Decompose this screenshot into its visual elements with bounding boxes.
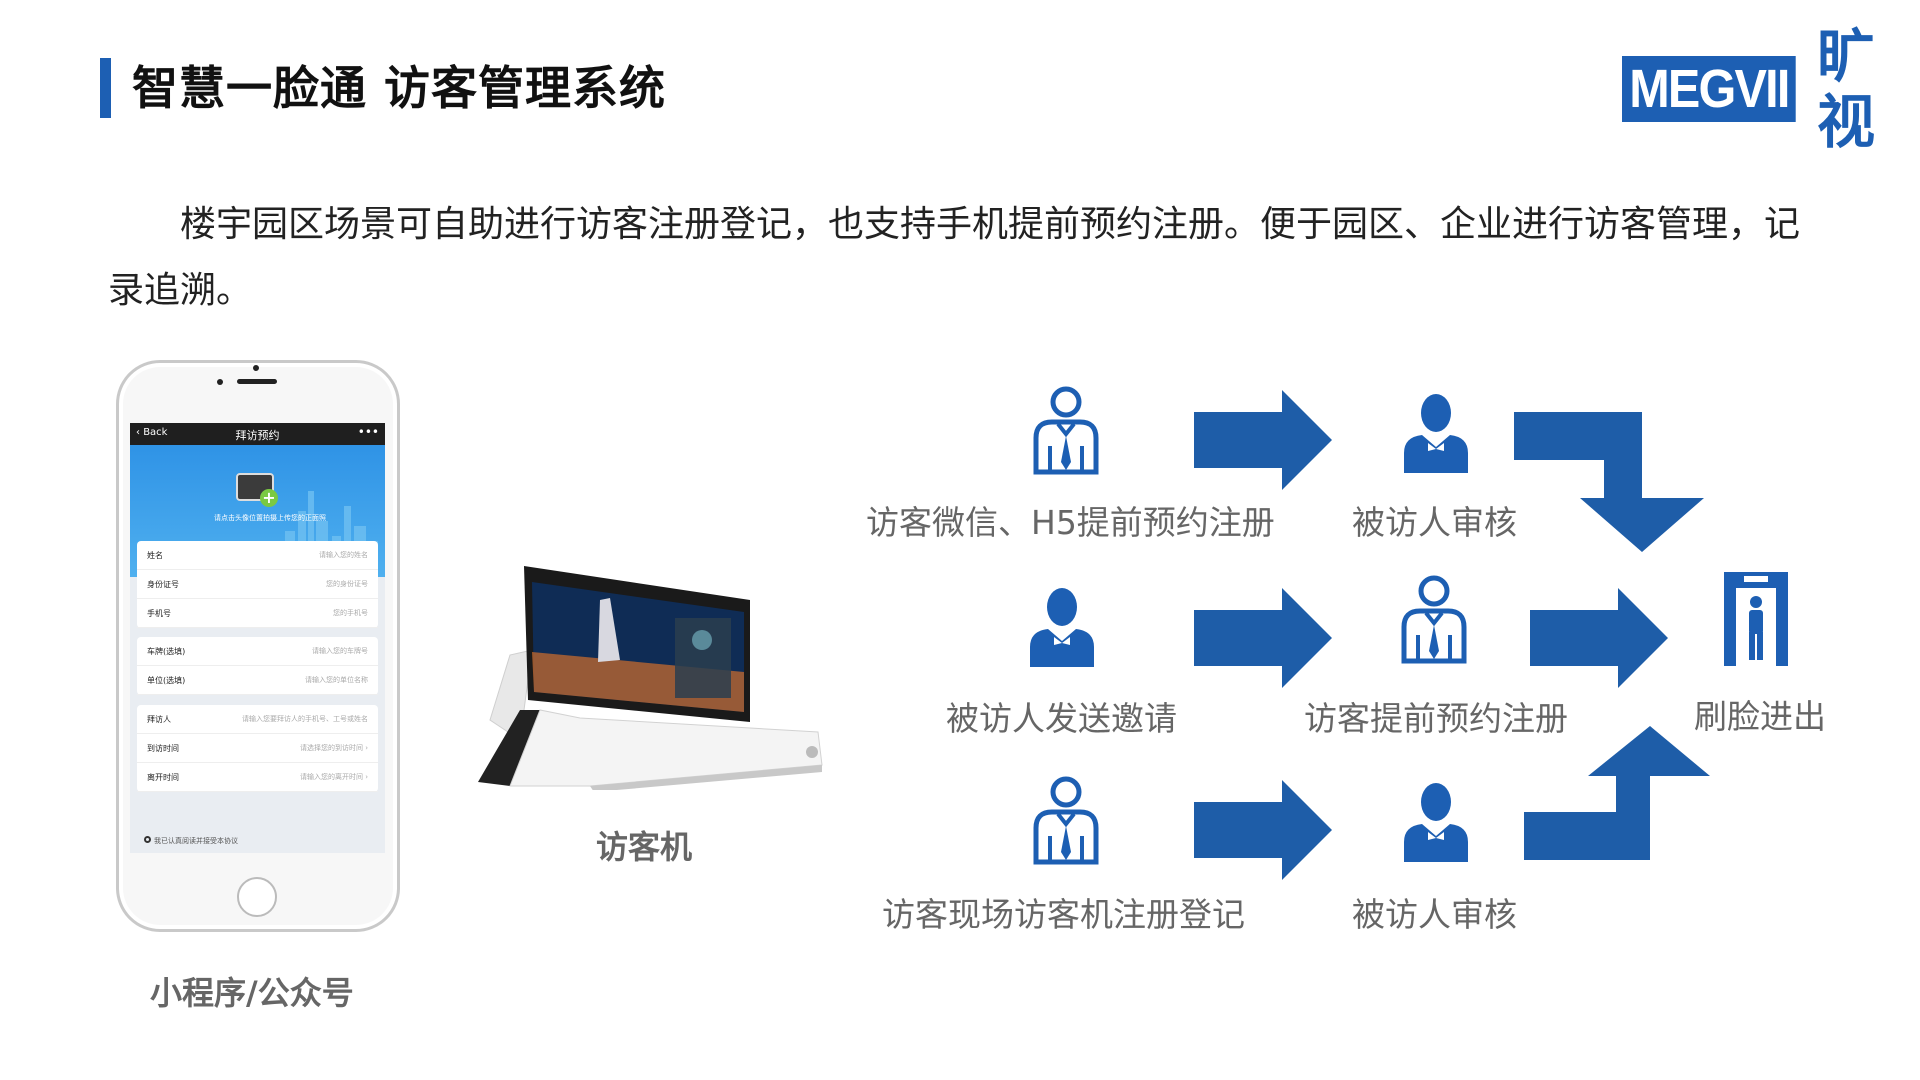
flow-label-host-review: 被访人审核	[1352, 895, 1517, 934]
visitor-icon	[1030, 386, 1102, 476]
back-button[interactable]: ‹ Back	[136, 427, 168, 438]
form-card-optional: 车牌(选填)请输入您的车牌号 单位(选填)请输入您的单位名称	[137, 637, 378, 695]
form-row[interactable]: 离开时间请输入您的离开时间 ›	[137, 763, 378, 792]
page-title: 智慧一脸通 访客管理系统	[132, 61, 667, 115]
agreement-text: 我已认真阅读并接受本协议	[154, 837, 238, 845]
host-icon	[1026, 587, 1098, 667]
form-row[interactable]: 到访时间请选择您的到访时间 ›	[137, 734, 378, 763]
phone-caption: 小程序/公众号	[150, 974, 354, 1012]
flow-label-visitor-preregister: 访客提前预约注册	[1304, 699, 1568, 738]
flow-label-face-access: 刷脸进出	[1694, 697, 1826, 736]
visitor-kiosk-image	[478, 566, 823, 790]
right-arrow-icon	[1194, 780, 1332, 880]
logo-en: MEGVII	[1622, 56, 1796, 122]
app-navbar: ‹ Back 拜访预约 •••	[130, 423, 385, 445]
right-arrow-icon	[1530, 588, 1668, 688]
brand-logo: MEGVII 旷视	[1622, 23, 1920, 155]
kiosk-caption: 访客机	[596, 828, 693, 866]
visitor-icon	[1398, 575, 1470, 665]
phone-speaker	[217, 365, 297, 385]
form-card-visit: 拜访人请输入您要拜访人的手机号、工号或姓名 到访时间请选择您的到访时间 › 离开…	[137, 705, 378, 792]
intro-paragraph: 楼宇园区场景可自助进行访客注册登记，也支持手机提前预约注册。便于园区、企业进行访…	[108, 204, 1801, 311]
flow-label-host-invite: 被访人发送邀请	[946, 699, 1177, 738]
logo-cn: 旷视	[1817, 22, 1876, 156]
form-row[interactable]: 姓名请输入您的姓名	[137, 541, 378, 570]
visitor-icon	[1030, 776, 1102, 866]
home-button	[237, 877, 277, 917]
flow-label-host-review: 被访人审核	[1352, 503, 1517, 542]
form-card-basic: 姓名请输入您的姓名 身份证号您的身份证号 手机号您的手机号	[137, 541, 378, 628]
form-row[interactable]: 单位(选填)请输入您的单位名称	[137, 666, 378, 695]
host-icon	[1400, 782, 1472, 862]
form-row[interactable]: 手机号您的手机号	[137, 599, 378, 628]
phone-mockup: ‹ Back 拜访预约 ••• + 请点击头像位置拍摄上传您的正面照 姓名请输入…	[116, 360, 400, 932]
flow-label-kiosk-register: 访客现场访客机注册登记	[882, 895, 1245, 934]
face-gate-icon	[1724, 572, 1788, 666]
bent-down-arrow-icon	[1514, 412, 1704, 552]
upload-hint: 请点击头像位置拍摄上传您的正面照	[214, 514, 326, 522]
form-row[interactable]: 拜访人请输入您要拜访人的手机号、工号或姓名	[137, 705, 378, 734]
add-photo-icon[interactable]: +	[260, 489, 278, 507]
phone-screen: ‹ Back 拜访预约 ••• + 请点击头像位置拍摄上传您的正面照 姓名请输入…	[130, 423, 385, 853]
form-row[interactable]: 车牌(选填)请输入您的车牌号	[137, 637, 378, 666]
more-icon[interactable]: •••	[357, 425, 379, 439]
agreement-radio[interactable]	[144, 836, 151, 843]
nav-title: 拜访预约	[235, 429, 280, 442]
flow-label-wechat-booking: 访客微信、H5提前预约注册	[866, 503, 1275, 542]
title-accent-bar	[100, 58, 111, 118]
right-arrow-icon	[1194, 588, 1332, 688]
form-row[interactable]: 身份证号您的身份证号	[137, 570, 378, 599]
bent-up-arrow-icon	[1524, 726, 1710, 860]
host-icon	[1400, 393, 1472, 473]
right-arrow-icon	[1194, 390, 1332, 490]
